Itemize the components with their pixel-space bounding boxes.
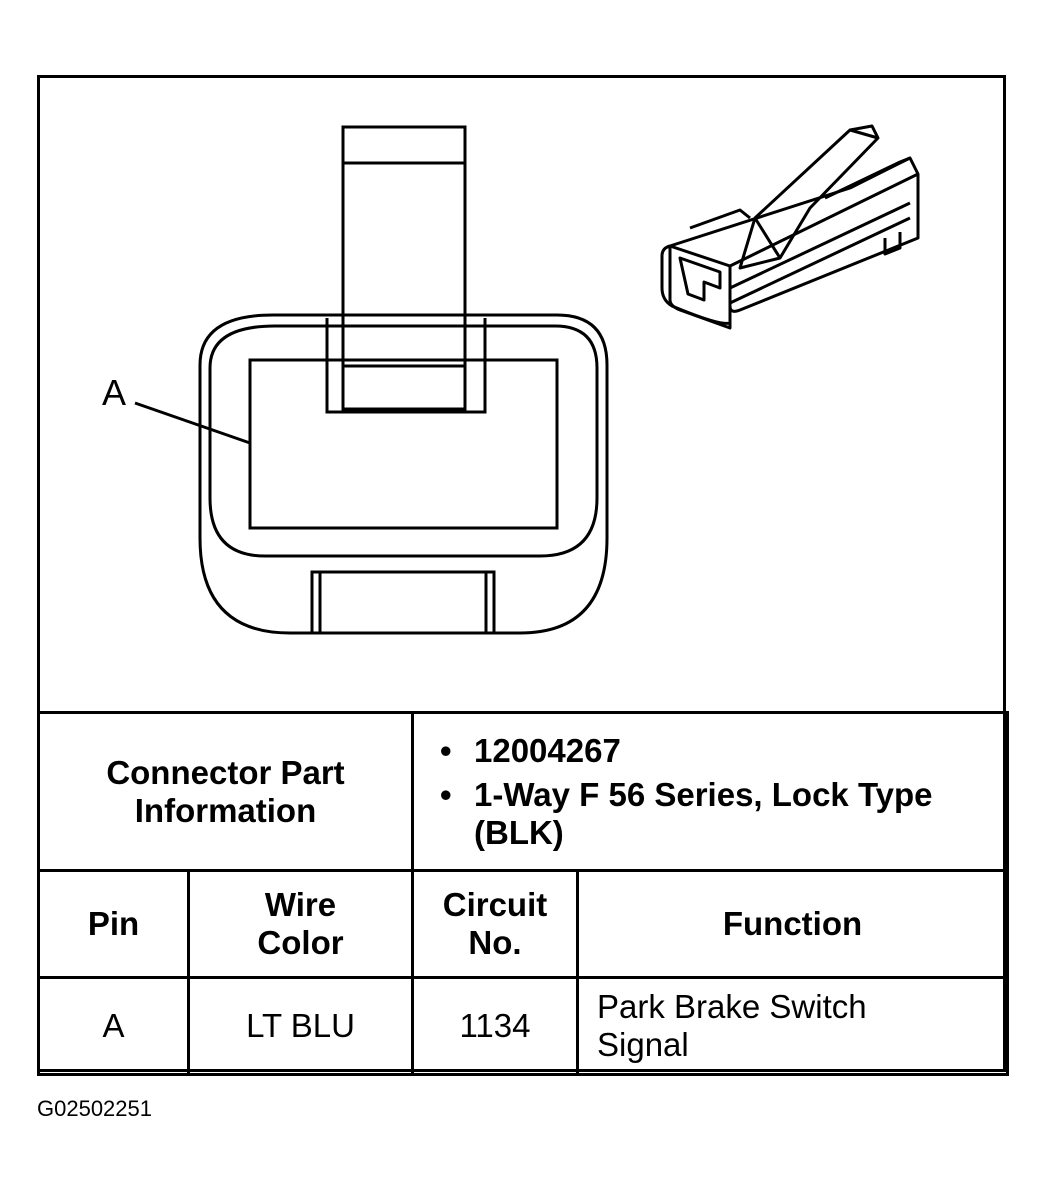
- cell-circuit-no: 1134: [411, 976, 579, 1076]
- connector-outer-body: [198, 313, 609, 635]
- header-wire-color-text: Wire Color: [257, 886, 344, 961]
- connector-drawing: A: [40, 78, 1003, 712]
- cell-function: Park Brake Switch Signal: [576, 976, 1009, 1076]
- connector-part-value: 12004267 1-Way F 56 Series, Lock Type (B…: [411, 711, 1009, 872]
- table-row: A LT BLU 1134 Park Brake Switch Signal: [37, 976, 1009, 1076]
- table-header-row: Pin Wire Color Circuit No. Function: [37, 869, 1009, 979]
- diagram-frame: A Connector Part Information 12004267 1-…: [37, 75, 1009, 1076]
- header-function: Function: [576, 869, 1009, 979]
- connector-isometric-view: [660, 124, 920, 330]
- connector-part-row: Connector Part Information 12004267 1-Wa…: [37, 711, 1009, 872]
- connector-part-label-text: Connector Part Information: [106, 753, 345, 829]
- connector-part-label: Connector Part Information: [37, 711, 414, 872]
- connector-type: 1-Way F 56 Series, Lock Type (BLK): [440, 776, 1006, 852]
- header-wire-color: Wire Color: [187, 869, 414, 979]
- callout-label-a: A: [102, 372, 127, 413]
- connector-illustration: [134, 124, 920, 635]
- cell-wire-color: LT BLU: [187, 976, 414, 1076]
- cell-function-text: Park Brake Switch Signal: [597, 988, 867, 1063]
- terminal-cavity: [248, 358, 559, 530]
- callout-leader: [134, 401, 251, 445]
- header-pin: Pin: [37, 869, 190, 979]
- figure-code: G02502251: [37, 1096, 152, 1121]
- connector-info-table: Connector Part Information 12004267 1-Wa…: [37, 711, 1009, 1076]
- bottom-latch: [310, 570, 496, 635]
- cell-pin: A: [37, 976, 190, 1076]
- header-circuit-no: Circuit No.: [411, 869, 579, 979]
- connector-inner-rim: [208, 324, 599, 558]
- connector-part-bullets: 12004267 1-Way F 56 Series, Lock Type (B…: [414, 732, 1006, 852]
- header-circuit-no-text: Circuit No.: [442, 886, 548, 961]
- part-number: 12004267: [440, 732, 1006, 770]
- lock-tab: [341, 125, 467, 411]
- connector-face-view: [198, 125, 609, 635]
